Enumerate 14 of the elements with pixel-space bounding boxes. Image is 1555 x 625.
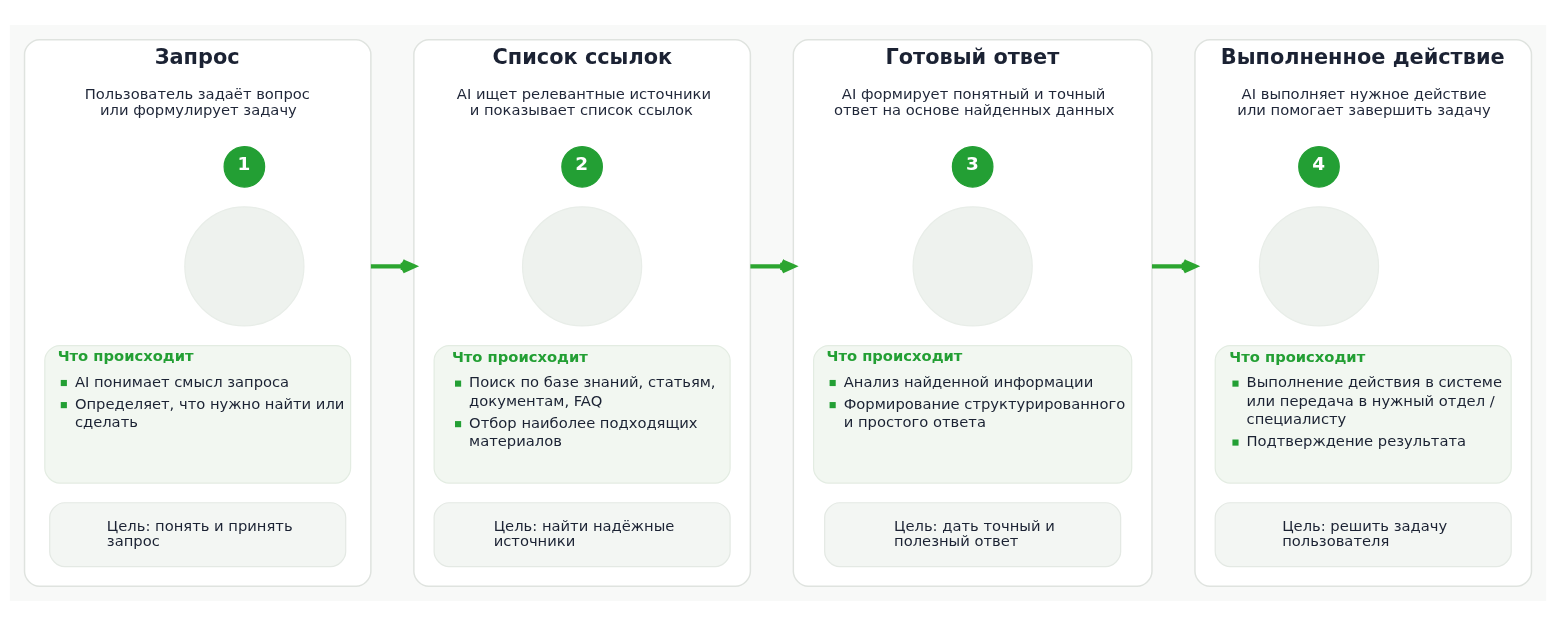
node-box: Что происходит Поиск по базе знаний, статьям, документам, FAQ Отбор наиболее подходящих материалов: [433, 344, 731, 484]
node-box: Что происходит AI понимает смысл запроса Определяет, что нужно найти или сделать: [43, 344, 351, 484]
node-box: Что происходит Выполнение действия в системе или передача в нужный отдел / специалисту Подтверждение результата: [1214, 344, 1512, 484]
node-box: Цель: понять и принять запрос: [48, 501, 346, 567]
node-circle: 4: [1297, 145, 1340, 188]
node-circle: 3: [951, 145, 994, 188]
node-box: Цель: найти надёжные источники: [433, 501, 731, 567]
node-circle: 1: [223, 145, 265, 188]
node-box: Цель: решить задачу пользователя: [1214, 501, 1512, 567]
arrow: [370, 258, 416, 273]
node-box: Цель: дать точный и полезный ответ: [823, 501, 1121, 567]
arrow: [1151, 258, 1197, 273]
node-box: Что происходит Анализ найденной информации Формирование структурированного и простого ответа: [812, 344, 1132, 484]
node-circle: 2: [560, 145, 603, 188]
